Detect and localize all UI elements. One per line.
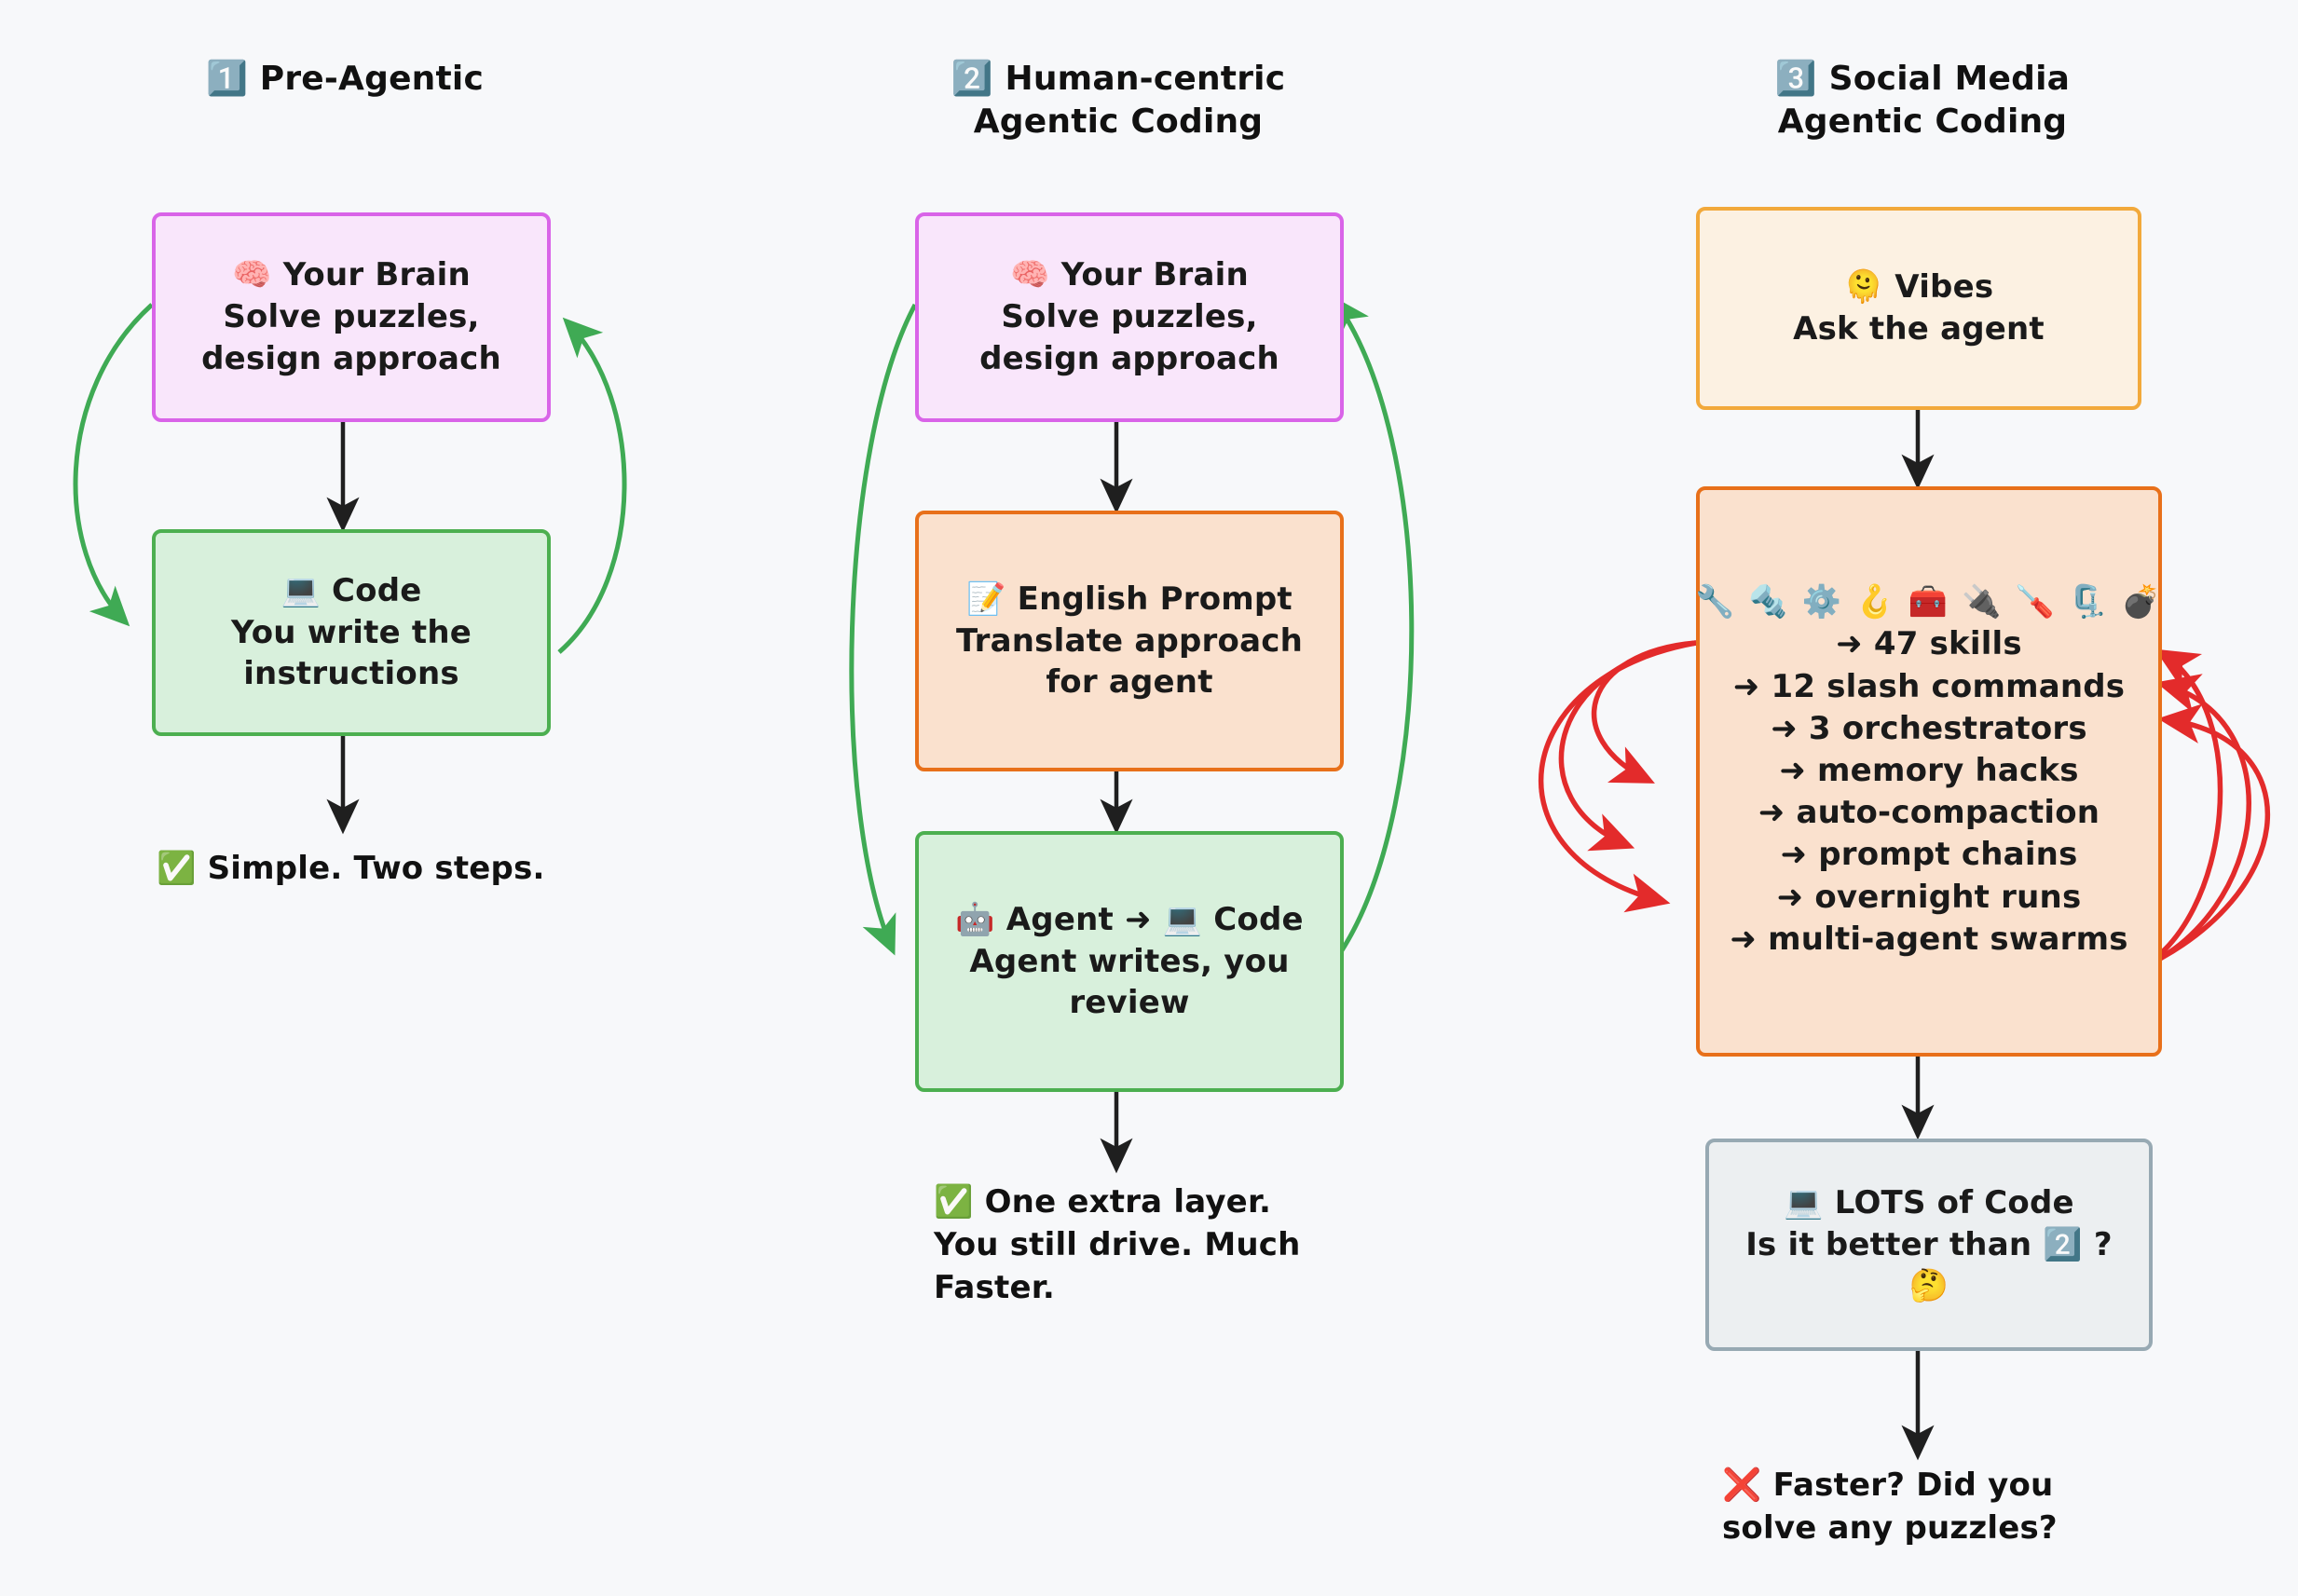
skills-item-6: ➜ prompt chains [1780,836,2078,874]
edge-loop-agent2-brain2 [1331,295,1415,952]
node-title: 🧠 Your Brain [232,256,471,294]
skills-item-4: ➜ memory hacks [1779,752,2079,790]
node-vibes[interactable]: 🫠 Vibes Ask the agent [1696,207,2141,410]
node-title: 💻 Code [280,571,422,609]
node-line-2: Translate approach [955,621,1303,660]
node-title: 🫠 Vibes [1843,268,1994,307]
node-line-2: Agent writes, you [969,942,1290,980]
skills-list: ➜ 47 skills ➜ 12 slash commands ➜ 3 orch… [1717,623,2141,961]
node-line-3: instructions [243,655,459,693]
column-title-pre-agentic: 1️⃣ Pre-Agentic [205,60,485,98]
thinking-face-icon: 🤔 [1908,1267,1949,1305]
skills-item-2: ➜ 12 slash commands [1732,667,2126,705]
node-title: 🤖 Agent ➜ 💻 Code [955,900,1304,938]
node-line-3: review [1069,984,1190,1022]
node-line-2: Ask the agent [1793,310,2045,348]
node-line-2: Is it better than 2️⃣ ? [1745,1225,2113,1263]
node-line-2: You write the [231,613,472,651]
node-english-prompt[interactable]: 📝 English Prompt Translate approach for … [915,511,1344,771]
node-line-2: Solve puzzles, [1001,298,1258,336]
edge-loop-brain2-agent2 [849,303,918,956]
node-title: 🧠 Your Brain [1010,256,1249,294]
node-line-3: design approach [979,339,1279,377]
column-title-human-centric: 2️⃣ Human-centric Agentic Coding [951,60,1286,142]
caption-column-2: ✅ One extra layer. You still drive. Much… [934,1183,1301,1306]
column-title-social-media: 3️⃣ Social Media Agentic Coding [1774,60,2071,142]
skills-item-7: ➜ overnight runs [1776,878,2082,916]
node-skills-list[interactable]: 🔧 🔩 ⚙️ 🪝 🧰 🔌 🪛 🗜️ 💣 ➜ 47 skills ➜ 12 sla… [1695,486,2163,1057]
edge-loop-skills-left-2 [1558,640,1697,852]
node-title: 📝 English Prompt [966,580,1293,618]
node-agent-code[interactable]: 🤖 Agent ➜ 💻 Code Agent writes, you revie… [915,831,1344,1092]
skills-item-1: ➜ 47 skills [1836,625,2022,663]
skills-item-8: ➜ multi-agent swarms [1730,920,2128,958]
node-title: 💻 LOTS of Code [1784,1183,2074,1221]
skills-item-3: ➜ 3 orchestrators [1771,709,2087,747]
caption-column-1: ✅ Simple. Two steps. [157,850,545,887]
node-your-brain-1[interactable]: 🧠 Your Brain Solve puzzles, design appro… [152,212,551,422]
node-line-3: design approach [201,339,501,377]
node-code-1[interactable]: 💻 Code You write the instructions [152,529,551,736]
edge-loop-code1-brain1 [557,317,627,654]
caption-column-3: ❌ Faster? Did you solve any puzzles? [1722,1466,2058,1547]
node-line-2: Solve puzzles, [223,298,480,336]
edge-loop-skills-left-1 [1592,640,1697,784]
edge-loop-brain1-code1 [73,303,154,627]
node-line-3: for agent [1046,663,1213,702]
node-lots-of-code[interactable]: 💻 LOTS of Code Is it better than 2️⃣ ? 🤔 [1705,1139,2153,1351]
tools-emoji-row: 🔧 🔩 ⚙️ 🪝 🧰 🔌 🪛 🗜️ 💣 [1695,582,2163,621]
skills-item-5: ➜ auto-compaction [1758,794,2100,832]
edge-loop-skills-left-3 [1539,640,1697,913]
node-your-brain-2[interactable]: 🧠 Your Brain Solve puzzles, design appro… [915,212,1344,422]
